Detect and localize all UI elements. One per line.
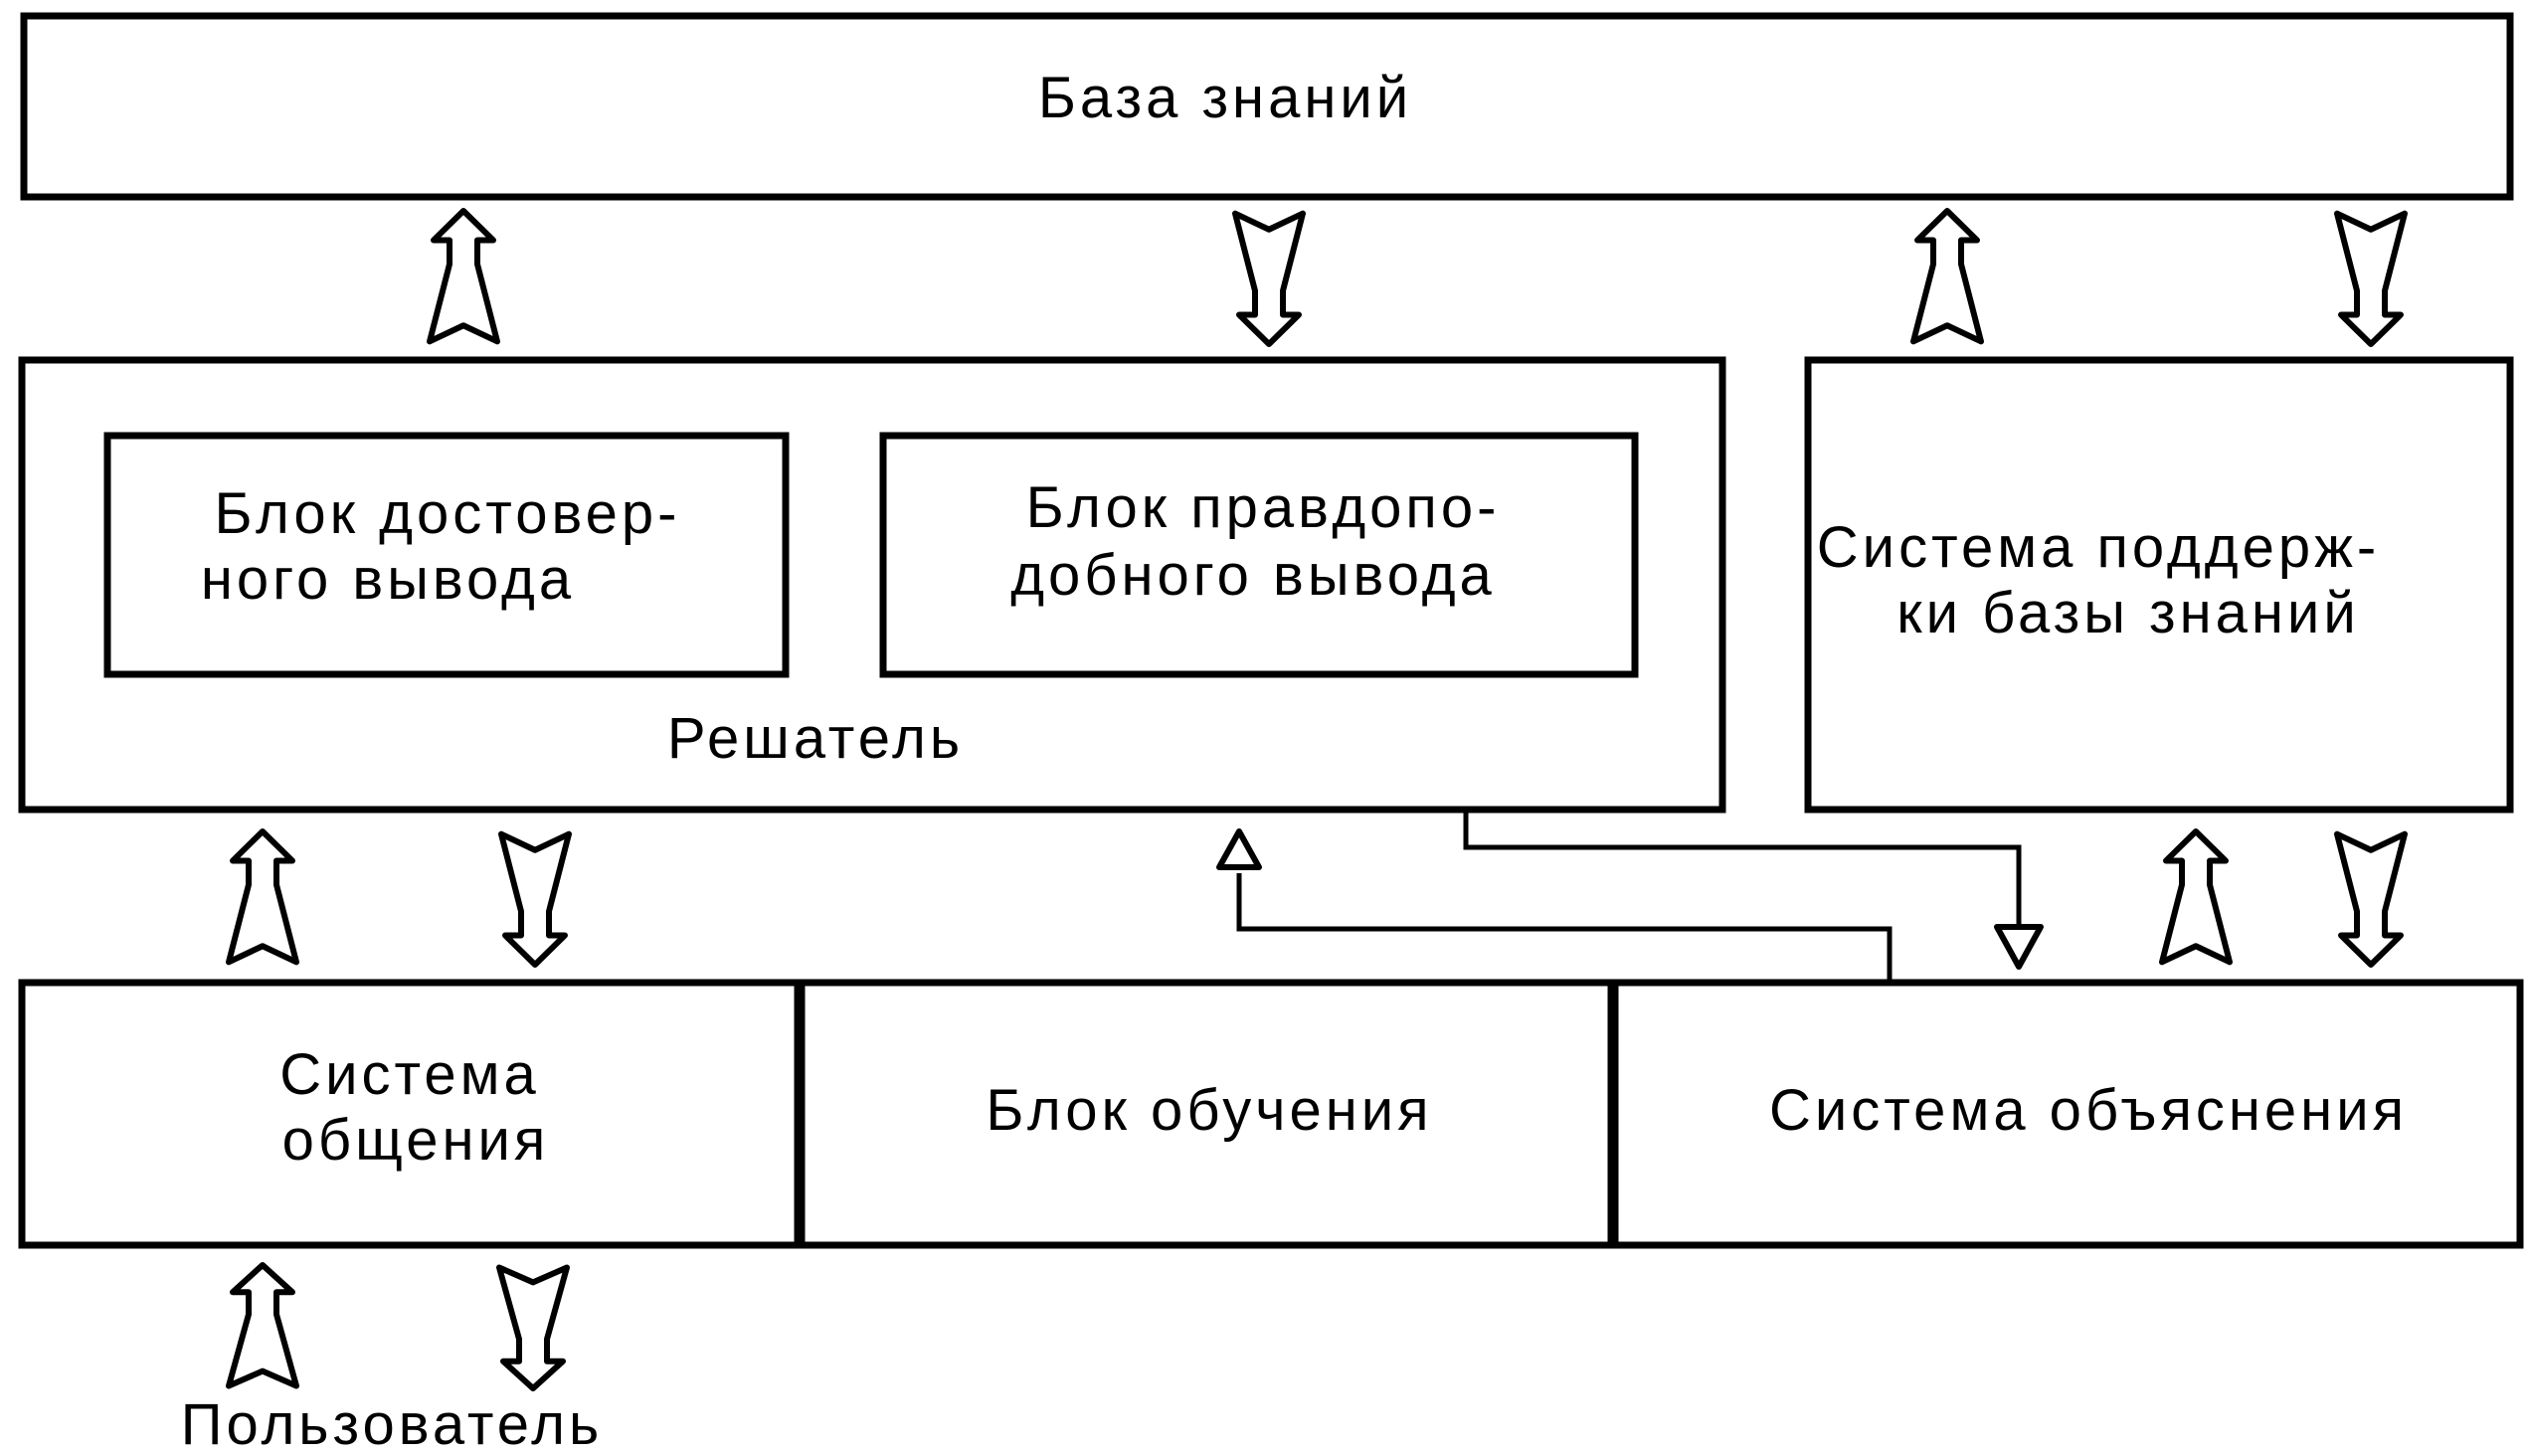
kb-support-label-line2: ки базы знаний	[1896, 581, 2359, 645]
plausible-inference-label-line1: Блок правдопо-	[1026, 475, 1501, 540]
solver-label: Решатель	[667, 706, 964, 771]
reliable-inference-label-line1: Блок достовер-	[215, 481, 681, 546]
arrow-solver-to-communication	[498, 830, 572, 968]
arrow-user-to-communication	[226, 1262, 299, 1389]
solver-to-explanation-arrowhead	[1994, 924, 2044, 970]
solver-to-explanation-connector	[1463, 810, 2022, 925]
learning-block-box	[798, 979, 1615, 1249]
knowledge-base-box	[20, 12, 2514, 201]
communication-system-box	[18, 979, 802, 1249]
solver-box	[18, 356, 1726, 814]
arrow-communication-to-user	[496, 1264, 570, 1391]
reliable-inference-label-line2: ного вывода	[201, 547, 575, 612]
plausible-inference-block	[879, 432, 1639, 678]
arrow-kbsupport-to-explanation	[2334, 830, 2408, 968]
explanation-system-box	[1611, 979, 2524, 1249]
arrow-solver-to-kb	[427, 208, 500, 345]
explanation-system-label: Система объяснения	[1769, 1078, 2408, 1143]
explanation-to-plausible-connector	[1236, 873, 1893, 983]
arrow-kb-to-kbsupport	[2334, 210, 2408, 347]
explanation-to-plausible-arrowhead	[1216, 828, 1262, 870]
kb-support-label-line1: Система поддерж-	[1817, 515, 2380, 580]
learning-block-label: Блок обучения	[986, 1078, 1432, 1143]
arrow-kbsupport-to-kb	[1910, 208, 1984, 345]
communication-label-line1: Система	[279, 1042, 540, 1107]
arrow-kb-to-solver	[1232, 210, 1306, 347]
communication-label-line2: общения	[282, 1108, 550, 1173]
reliable-inference-block	[103, 432, 790, 678]
hollow-arrows	[226, 208, 2408, 1391]
kb-support-box	[1804, 356, 2514, 814]
user-label: Пользователь	[181, 1392, 603, 1456]
knowledge-base-label: База знаний	[1038, 66, 1412, 130]
arrow-communication-to-solver	[226, 828, 299, 966]
arrow-explanation-to-kbsupport	[2159, 828, 2233, 966]
plausible-inference-label-line2: добного вывода	[1010, 543, 1496, 608]
